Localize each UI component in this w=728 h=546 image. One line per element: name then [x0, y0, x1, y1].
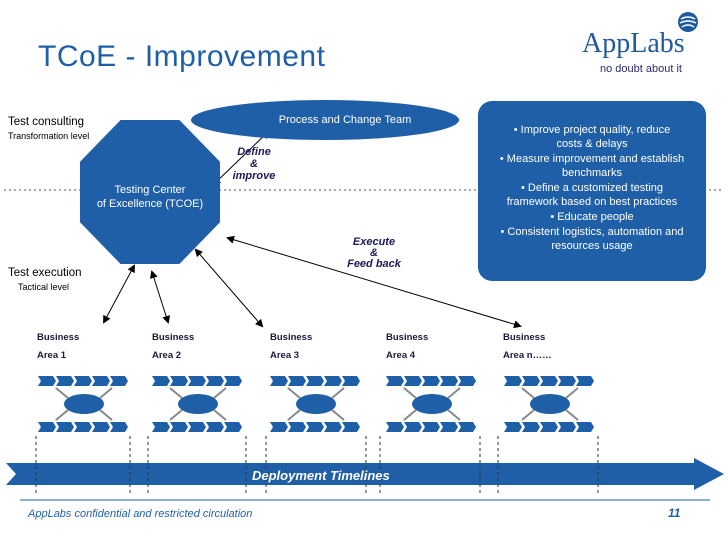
page-number: 11 [668, 506, 681, 520]
bullet-1-line1: • Improve project quality, reduce [513, 124, 671, 136]
timeline-markers [35, 436, 599, 494]
business-area-1-line1: Business [37, 332, 80, 343]
footer-text: AppLabs confidential and restricted circ… [28, 508, 253, 520]
business-area-3-line1: Business [270, 332, 313, 343]
process-thumbnail-graphic [270, 376, 360, 432]
define-label-1: Define [237, 146, 271, 158]
bullet-3-line2: framework based on best practices [506, 196, 678, 208]
business-area-2-line1: Business [152, 332, 195, 343]
area-n-process-thumbnail [502, 374, 598, 434]
area-4-process-thumbnail [384, 374, 480, 434]
logo-swirl-icon [678, 12, 698, 32]
bullet-2-line1: • Measure improvement and establish [499, 153, 685, 165]
process-thumbnail-graphic [386, 376, 476, 432]
process-thumbnail-graphic [38, 376, 128, 432]
area1-arrow [103, 264, 135, 324]
process-change-team: Process and Change Team [191, 100, 459, 140]
execute-feedback-arrow [226, 235, 522, 329]
business-area-3-line2: Area 3 [270, 350, 300, 361]
define-label-2: & [250, 158, 258, 170]
business-area-4-line1: Business [386, 332, 429, 343]
execute-label-3: Feed back [347, 258, 401, 270]
bullet-3-line1: • Define a customized testing [520, 182, 664, 194]
page-title: TCoE - Improvement [38, 40, 326, 73]
area2-arrow [150, 270, 170, 324]
timeline-label: Deployment Timelines [252, 468, 390, 483]
area3-arrow [194, 248, 264, 328]
bullet-1-line2: costs & delays [556, 138, 628, 150]
execute-label-1: Execute [352, 236, 396, 248]
consulting-level-title: Test consulting [8, 116, 85, 128]
execute-label-2: & [370, 247, 378, 259]
consulting-level-subtitle: Transformation level [8, 131, 90, 141]
process-change-team-label: Process and Change Team [278, 114, 412, 126]
bullet-4-line1: • Educate people [550, 211, 634, 223]
area-2-process-thumbnail [150, 374, 246, 434]
business-area-1-line2: Area 1 [37, 350, 67, 361]
define-improve-arrow [212, 130, 270, 186]
business-area-n-line2: Area n…… [503, 350, 552, 361]
tcoe-line1: Testing Center [114, 184, 186, 196]
tcoe-line2: of Excellence (TCOE) [96, 198, 204, 210]
logo-name: AppLabs [582, 28, 685, 59]
tcoe-octagon: Testing Center of Excellence (TCOE) [80, 120, 220, 264]
objectives-box: • Improve project quality, reduce costs … [478, 101, 706, 281]
bullet-2-line2: benchmarks [562, 167, 622, 179]
business-area-2-line2: Area 2 [152, 350, 182, 361]
process-thumbnail-graphic [152, 376, 242, 432]
define-label-3: improve [232, 170, 276, 182]
logo-tagline: no doubt about it [600, 63, 682, 75]
area-1-process-thumbnail [36, 374, 132, 434]
business-area-4-line2: Area 4 [386, 350, 416, 361]
area-3-process-thumbnail [268, 374, 364, 434]
execution-level-title: Test execution [8, 267, 82, 279]
execution-level-subtitle: Tactical level [18, 282, 70, 292]
bullet-5-line2: resources usage [551, 240, 633, 252]
bullet-5-line1: • Consistent logistics, automation and [500, 226, 684, 238]
business-area-n-line1: Business [503, 332, 546, 343]
timeline-bar [6, 458, 724, 490]
process-thumbnail-graphic [504, 376, 594, 432]
